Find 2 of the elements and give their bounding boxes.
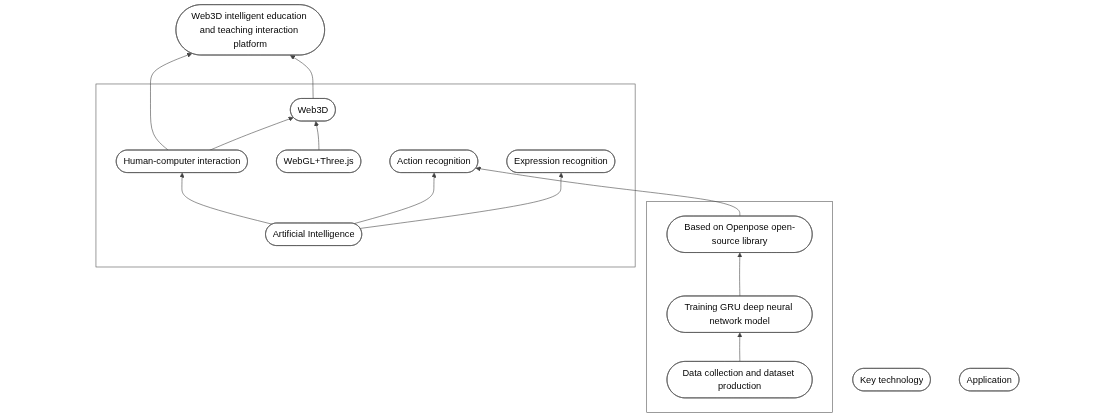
cluster xyxy=(95,83,636,268)
cluster xyxy=(646,201,833,413)
